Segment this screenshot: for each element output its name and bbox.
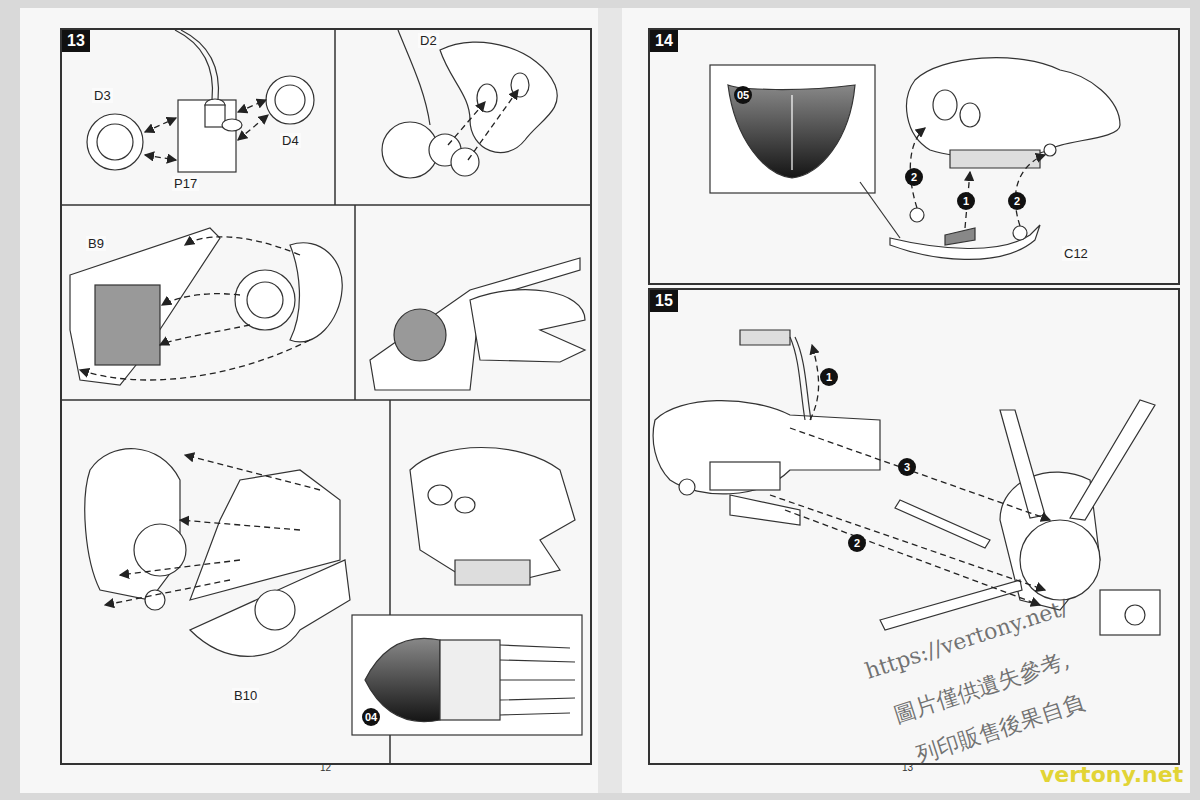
page-number: 12 bbox=[320, 762, 331, 773]
step-number: 14 bbox=[650, 30, 678, 52]
part-label: D3 bbox=[92, 88, 113, 103]
watermark: vertony.net bbox=[1040, 762, 1183, 787]
callout-number: 2 bbox=[848, 534, 866, 552]
part-label: D2 bbox=[418, 33, 439, 48]
part-label: C12 bbox=[1062, 246, 1090, 261]
step-number: 13 bbox=[62, 30, 90, 52]
step-panel: 13 bbox=[60, 28, 592, 765]
callout-number: 1 bbox=[820, 368, 838, 386]
callout-number: 04 bbox=[362, 708, 380, 726]
step-panel: 14 bbox=[648, 28, 1180, 285]
page-number: 13 bbox=[902, 762, 913, 773]
part-label: B9 bbox=[86, 236, 106, 251]
part-label: B10 bbox=[232, 688, 259, 703]
callout-number: 2 bbox=[1008, 192, 1026, 210]
callout-number: 2 bbox=[905, 168, 923, 186]
step-number: 15 bbox=[650, 290, 678, 312]
callout-number: 3 bbox=[898, 458, 916, 476]
part-label: D4 bbox=[280, 133, 301, 148]
callout-number: 1 bbox=[957, 192, 975, 210]
part-label: P17 bbox=[172, 176, 199, 191]
callout-number: 05 bbox=[734, 86, 752, 104]
